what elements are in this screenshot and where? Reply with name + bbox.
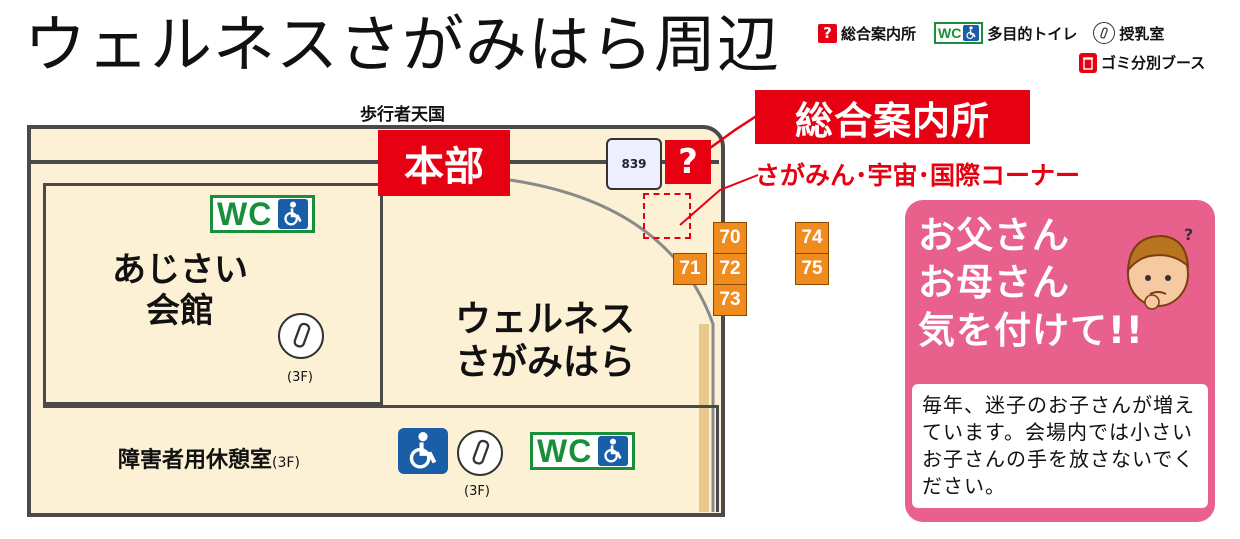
legend-info-label: 総合案内所 — [841, 24, 917, 43]
warning-message: 毎年、迷子のお子さんが増えています。会場内では小さいお子さんの手を放さないでくだ… — [912, 384, 1208, 508]
booth-71: 71 — [673, 253, 707, 285]
headline-line3: 気を付けて!! — [918, 308, 1144, 352]
booth-75: 75 — [795, 253, 829, 285]
wheelchair-icon — [278, 199, 309, 229]
wellness-wc-sign: WC — [530, 432, 636, 470]
wc-mark: WC — [217, 195, 273, 232]
wellness-sagamihara-name: ウェルネス さがみはら — [425, 298, 665, 384]
ajisai-wc-sign: WC — [210, 195, 316, 233]
wheelchair-icon — [398, 428, 448, 474]
baby-bottle-icon — [457, 430, 503, 476]
legend-row-2: ゴミ分別ブース — [1079, 52, 1205, 73]
headline-line1: お父さん — [918, 214, 1070, 257]
legend-trash-label: ゴミ分別ブース — [1101, 54, 1206, 72]
rest-room-name: 障害者用休憩室 — [118, 448, 273, 473]
wc-mark: WC — [537, 432, 593, 469]
map-title: ウェルネスさがみはら周辺 — [24, 8, 781, 81]
wellness-line2: さがみはら — [454, 342, 635, 384]
booth-74: 74 — [795, 222, 829, 254]
headline-line2: お母さん — [918, 261, 1070, 305]
corner-area-marker — [643, 193, 691, 239]
trash-icon — [1079, 52, 1097, 73]
booth-70: 70 — [713, 222, 747, 254]
info-center-marker: ? — [665, 140, 711, 184]
rest-room-label: 障害者用休憩室(3F) — [118, 442, 300, 474]
worried-child-icon: ? — [1126, 225, 1193, 310]
ajisai-floor-label: (3F) — [287, 370, 313, 385]
info-center-callout: 総合案内所 — [755, 90, 1030, 144]
wc-mark: WC — [938, 25, 962, 41]
svg-text:?: ? — [1184, 225, 1193, 244]
info-icon: ? — [818, 23, 837, 43]
wellness-building-outline — [509, 178, 715, 512]
sagamin-corner-label: さがみん･宇宙･国際コーナー — [755, 161, 1081, 190]
warning-headline: お父さん お母さん 気を付けて!! — [918, 212, 1168, 354]
wc-icon: WC — [934, 22, 984, 44]
wheelchair-icon — [963, 25, 980, 41]
booth-73: 73 — [713, 284, 747, 316]
hot-839-logo: 839 — [606, 138, 662, 190]
bottom-floor-label: (3F) — [464, 484, 490, 499]
callout-lines — [679, 113, 759, 226]
booth-72: 72 — [713, 253, 747, 285]
rest-room-floor: (3F) — [272, 455, 300, 471]
wellness-line1: ウェルネス — [454, 299, 635, 340]
ajisai-hall-name: あじさい 会館 — [95, 250, 265, 332]
pedestrian-zone-label: 歩行者天国 — [360, 105, 445, 125]
legend-row-1: ? 総合案内所 WC 多目的トイレ 授乳室 — [818, 22, 1164, 44]
baby-bottle-icon — [1093, 22, 1116, 44]
ajisai-line1: あじさい — [112, 250, 248, 290]
ajisai-line2: 会館 — [146, 290, 214, 331]
headquarters-label: 本部 — [378, 130, 510, 196]
wheelchair-icon — [598, 436, 629, 466]
legend-wc-label: 多目的トイレ — [987, 24, 1078, 43]
legend-nursing-label: 授乳室 — [1119, 24, 1165, 43]
baby-bottle-icon — [278, 313, 324, 359]
road-line — [31, 160, 719, 164]
rest-room-building — [43, 405, 719, 512]
